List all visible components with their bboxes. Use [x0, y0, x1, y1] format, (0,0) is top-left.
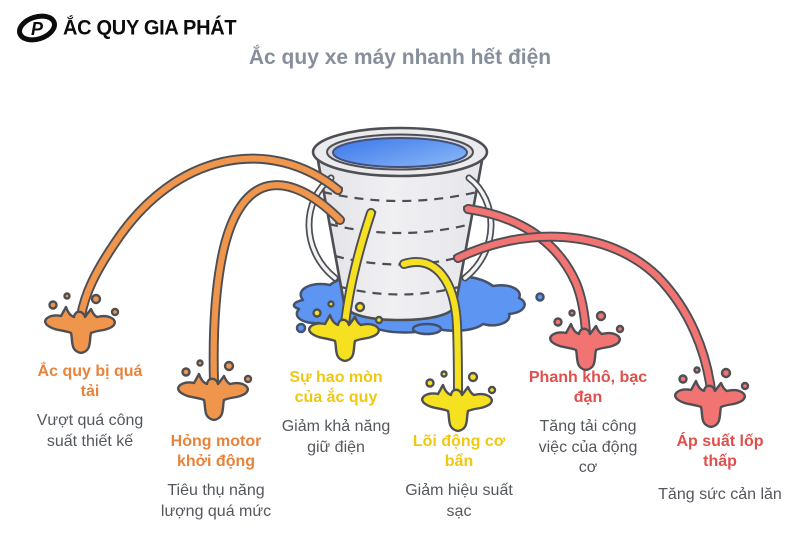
page-title: Ắc quy xe máy nhanh hết điện [248, 46, 552, 69]
stream-battery-wear [340, 208, 376, 329]
stream-overload [76, 153, 343, 321]
water [332, 137, 468, 168]
cause-starter-motor: Hỏng motor khởi động Tiêu thụ năng lượng… [148, 432, 284, 522]
cause-title: Sự hao mòn của ắc quy [289, 369, 383, 406]
cause-description: Tăng tải công việc của động cơ [538, 418, 638, 476]
brand-name: ẮC QUY GIA PHÁT [63, 15, 237, 40]
cause-description: Tăng sức cản lăn [658, 486, 782, 504]
cause-tire-pressure: Áp suất lốp thấp Tăng sức cản lăn [650, 432, 790, 506]
cause-description: Giảm hiệu suất sạc [405, 482, 513, 520]
bucket-handle-right [461, 174, 495, 282]
svg-text:P: P [31, 19, 44, 39]
brand-logo: P ẮC QUY GIA PHÁT [16, 10, 237, 46]
cause-title: Ắc quy bị quá tải [37, 363, 143, 400]
cause-dirty-core: Lõi động cơ bẩn Giảm hiệu suất sạc [394, 432, 524, 522]
cause-description: Giảm khả năng giữ điện [281, 418, 391, 456]
cause-battery-overload: Ắc quy bị quá tải Vượt quá công suất thi… [25, 362, 155, 452]
stream-brakes-bearings [463, 204, 591, 338]
cause-battery-wear: Sự hao mòn của ắc quy Giảm khả năng giữ … [271, 368, 401, 458]
cause-brakes-bearings: Phanh khô, bạc đạn Tăng tải công việc củ… [521, 368, 655, 478]
cause-description: Tiêu thụ năng lượng quá mức [160, 482, 272, 520]
stream-dirty-core [399, 257, 463, 400]
stream-starter-motor [208, 180, 345, 388]
cause-title: Hỏng motor khởi động [170, 433, 262, 470]
leak-streams [76, 153, 716, 400]
cause-description: Vượt quá công suất thiết kế [36, 412, 144, 450]
cause-title: Áp suất lốp thấp [676, 433, 764, 470]
stream-tire-pressure [453, 231, 716, 395]
cause-title: Lõi động cơ bẩn [412, 433, 506, 470]
cause-title: Phanh khô, bạc đạn [528, 369, 648, 406]
bucket-handle-left [305, 174, 339, 282]
gp-monogram-icon: P [16, 10, 58, 46]
